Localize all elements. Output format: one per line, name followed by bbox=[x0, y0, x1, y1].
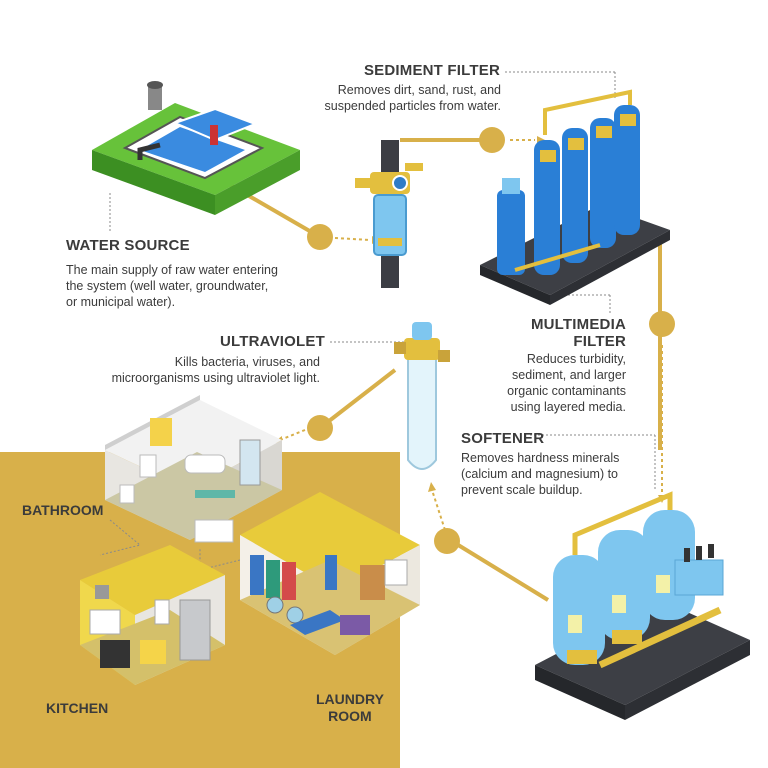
uv-lamp-illustration bbox=[394, 322, 450, 470]
label-line: LAUNDRY bbox=[316, 691, 384, 707]
bathroom-illustration bbox=[105, 395, 282, 543]
flow-nodes bbox=[307, 127, 675, 554]
desc-line: sediment, and larger bbox=[512, 368, 626, 382]
desc-line: using layered media. bbox=[510, 400, 626, 414]
multimedia-filter-desc: Reduces turbidity, sediment, and larger … bbox=[476, 351, 626, 415]
laundry-label: LAUNDRY ROOM bbox=[316, 691, 384, 725]
title-line: MULTIMEDIA bbox=[530, 316, 626, 333]
desc-line: prevent scale buildup. bbox=[461, 483, 583, 497]
kitchen-label: KITCHEN bbox=[46, 700, 109, 716]
desc-line: (calcium and magnesium) to bbox=[461, 467, 619, 481]
ultraviolet-desc: Kills bacteria, viruses, and microorgani… bbox=[60, 354, 320, 386]
bathroom-label: BATHROOM bbox=[22, 502, 104, 518]
water-source-illustration bbox=[92, 81, 300, 215]
water-source-desc: The main supply of raw water entering th… bbox=[66, 262, 326, 310]
laundry-illustration bbox=[240, 492, 420, 655]
desc-line: Reduces turbidity, bbox=[526, 352, 626, 366]
sediment-filter-desc: Removes dirt, sand, rust, and suspended … bbox=[290, 82, 501, 114]
multimedia-filter-illustration bbox=[480, 89, 670, 305]
ultraviolet-title: ULTRAVIOLET bbox=[220, 333, 325, 350]
multimedia-filter-title: MULTIMEDIA FILTER bbox=[500, 316, 626, 350]
desc-line: suspended particles from water. bbox=[324, 99, 501, 113]
desc-line: Kills bacteria, viruses, and bbox=[174, 355, 320, 369]
desc-line: Removes hardness minerals bbox=[461, 451, 620, 465]
softener-illustration bbox=[535, 491, 750, 720]
desc-line: microorganisms using ultraviolet light. bbox=[111, 371, 320, 385]
desc-line: or municipal water). bbox=[66, 295, 176, 309]
dashed-arrows bbox=[279, 139, 663, 531]
title-line: FILTER bbox=[573, 333, 626, 350]
sediment-filter-title: SEDIMENT FILTER bbox=[363, 62, 500, 79]
desc-line: The main supply of raw water entering bbox=[66, 263, 278, 277]
label-line: ROOM bbox=[328, 708, 372, 724]
water-source-title: WATER SOURCE bbox=[66, 237, 190, 254]
sediment-filter-illustration bbox=[355, 140, 423, 288]
softener-desc: Removes hardness minerals (calcium and m… bbox=[461, 450, 661, 498]
desc-line: Removes dirt, sand, rust, and bbox=[337, 83, 501, 97]
softener-title: SOFTENER bbox=[461, 430, 545, 447]
desc-line: organic contaminants bbox=[507, 384, 626, 398]
kitchen-illustration bbox=[80, 545, 225, 685]
desc-line: the system (well water, groundwater, bbox=[66, 279, 269, 293]
